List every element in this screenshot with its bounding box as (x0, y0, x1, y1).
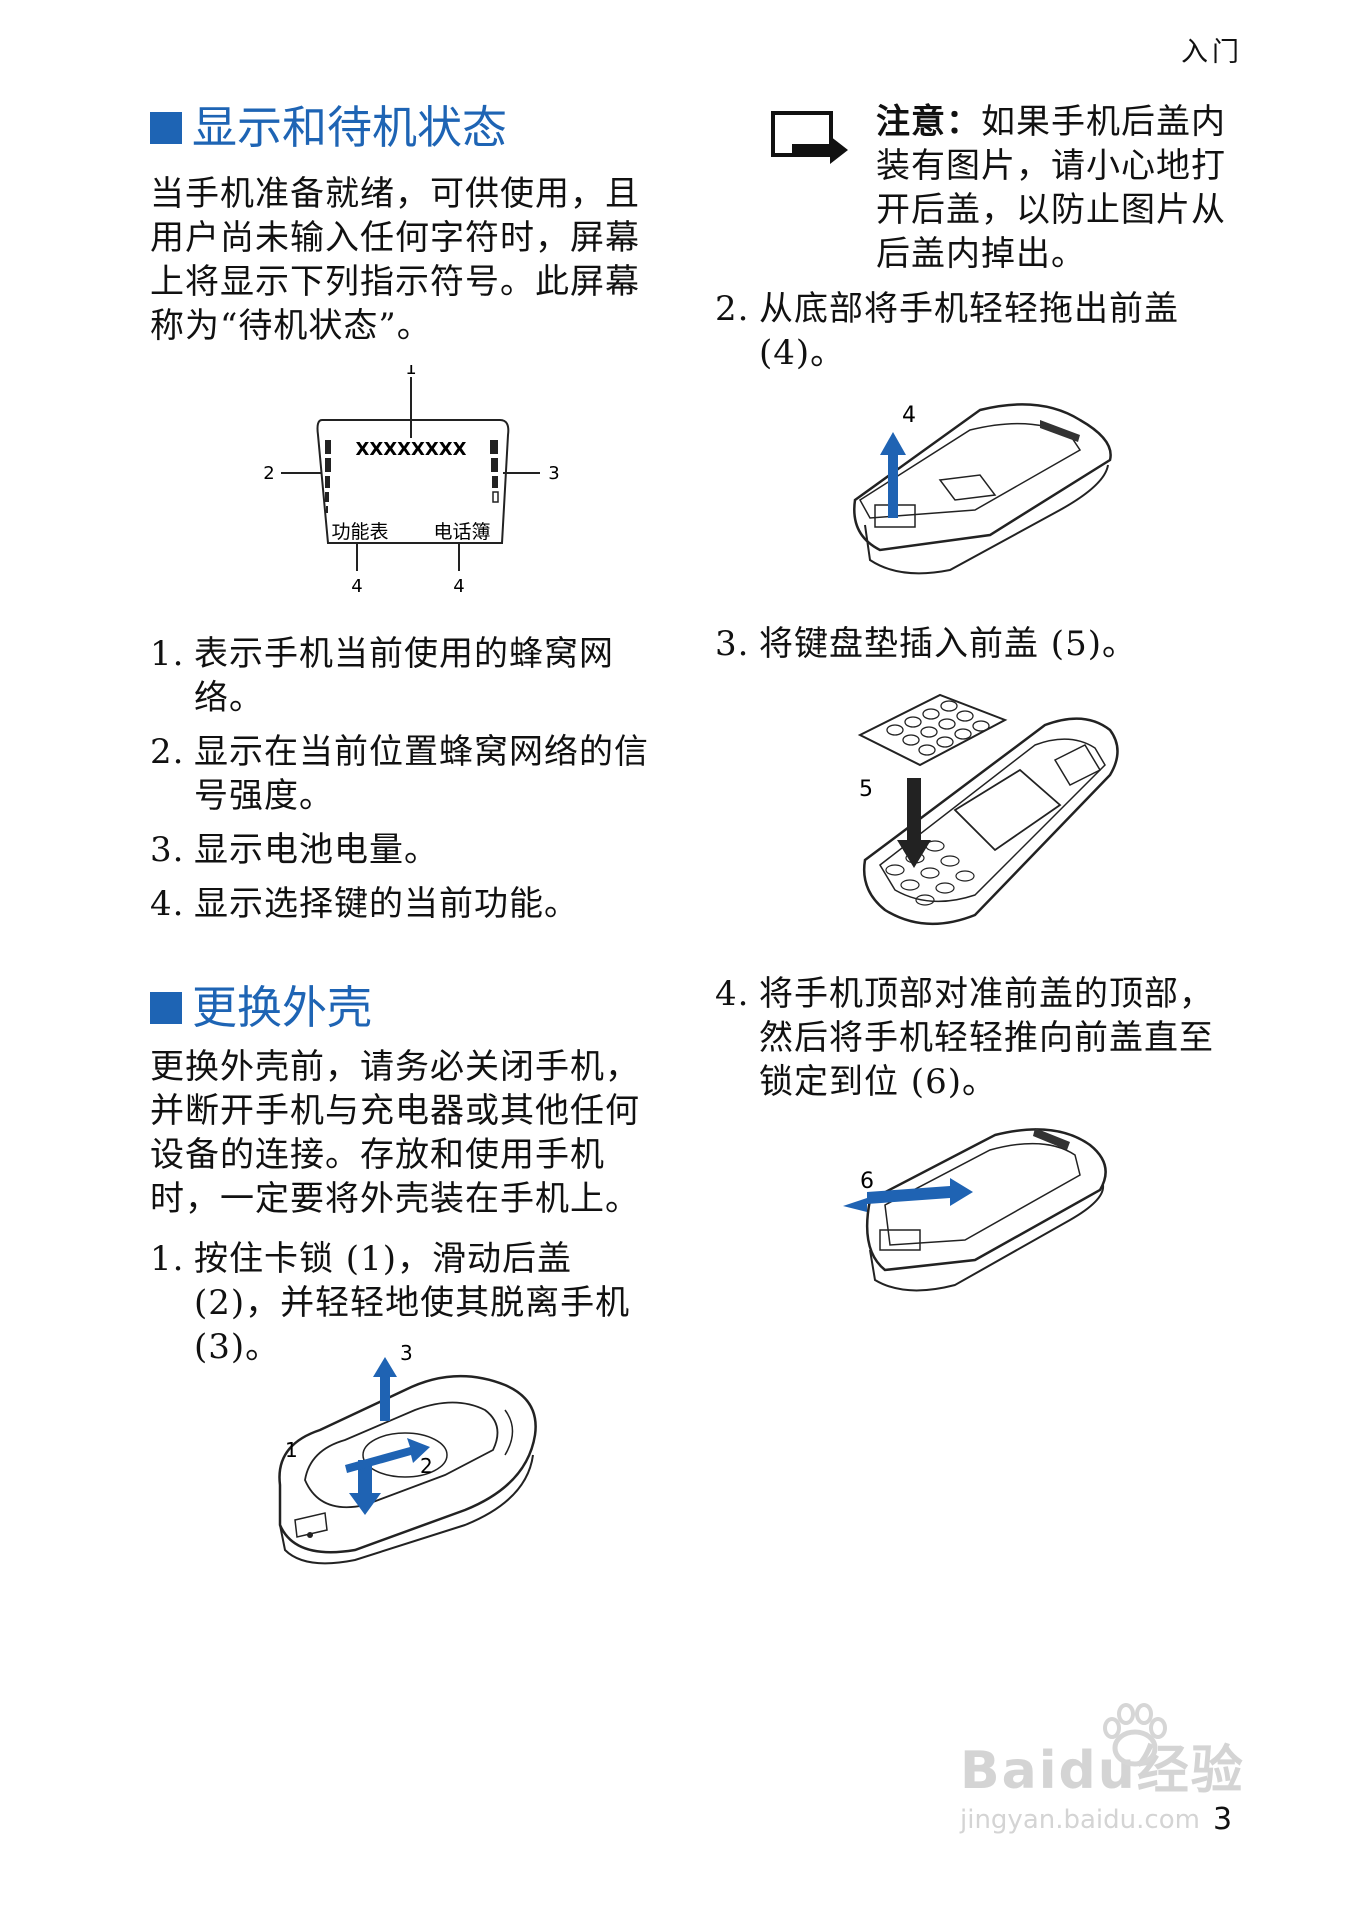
keypad-mat-figure: 5 (857, 693, 1119, 926)
list-item: 1.表示手机当前使用的蜂窝网络。 (150, 634, 614, 718)
callout-1: 1 (405, 365, 416, 379)
fig3-label-5: 5 (859, 777, 873, 802)
cover-step-4: 4.将手机顶部对准前盖的顶部，然后将手机轻轻推向前盖直至锁定到位 (6)。 (715, 972, 1235, 1114)
heading-square-icon (150, 991, 182, 1024)
heading-square-icon (150, 111, 182, 144)
step-item: 1.按住卡锁 (1)，滑动后盖 (2)，并轻轻地使其脱离手机 (3)。 (150, 1239, 631, 1367)
list-item: 3.显示电池电量。 (150, 830, 439, 870)
step-item: 4.将手机顶部对准前盖的顶部，然后将手机轻轻推向前盖直至锁定到位 (6)。 (715, 974, 1214, 1102)
screen-network-text: XXXXXXXX (355, 439, 466, 460)
list-item: 2.显示在当前位置蜂窝网络的信号强度。 (150, 732, 649, 816)
callout-4-right: 4 (453, 576, 464, 597)
list-item: 4.显示选择键的当前功能。 (150, 884, 579, 924)
remove-back-cover-figure: 1 2 3 (278, 1341, 537, 1565)
note-label: 注意： (876, 102, 981, 142)
note-icon (771, 111, 848, 164)
watermark-brand: Baidu经验 (960, 1741, 1245, 1801)
remove-front-cover-figure: 4 (853, 403, 1112, 575)
step-item: 3.将键盘垫插入前盖 (5)。 (715, 624, 1137, 664)
page-number: 3 (1213, 1802, 1233, 1837)
cover-step-3: 3.将键盘垫插入前盖 (5)。 (715, 622, 1215, 676)
indicator-list: 1.表示手机当前使用的蜂窝网络。 2.显示在当前位置蜂窝网络的信号强度。 3.显… (150, 632, 660, 936)
cover-intro-paragraph: 更换外壳前，请务必关闭手机，并断开手机与充电器或其他任何设备的连接。存放和使用手… (150, 1047, 640, 1219)
intro-paragraph: 当手机准备就绪，可供使用，且用户尚未输入任何字符时，屏幕上将显示下列指示符号。此… (150, 174, 640, 346)
cover-step-2: 2.从底部将手机轻轻拖出前盖 (4)。 (715, 287, 1195, 385)
left-softkey-label: 功能表 (331, 521, 388, 543)
paw-icon (1103, 1703, 1167, 1767)
section-title: 更换外壳 (192, 981, 373, 1034)
section-heading-display: 显示和待机状态 (150, 105, 507, 150)
right-softkey-label: 电话簿 (433, 521, 490, 543)
fig1-label-2: 2 (420, 1454, 433, 1478)
fig1-label-1: 1 (285, 1438, 298, 1462)
fig1-label-3: 3 (400, 1341, 413, 1365)
watermark-url: jingyan.baidu.com (960, 1805, 1200, 1835)
callout-2: 2 (263, 463, 274, 484)
watermark-logo: Baidu经验 jingyan.baidu.com (960, 1700, 1245, 1835)
section-title: 显示和待机状态 (192, 101, 508, 154)
step-item: 2.从底部将手机轻轻拖出前盖 (4)。 (715, 289, 1179, 373)
note-block: 注意：如果手机后盖内装有图片，请小心地打开后盖，以防止图片从后盖内掉出。 (876, 100, 1236, 276)
fig2-label-4: 4 (902, 403, 916, 428)
callout-3: 3 (548, 463, 559, 484)
callout-4-left: 4 (351, 576, 362, 597)
section-heading-cover: 更换外壳 (150, 985, 372, 1030)
fig4-label-6: 6 (860, 1169, 874, 1194)
attach-front-cover-figure: 6 (843, 1128, 1107, 1292)
note-text: 如果手机后盖内装有图片，请小心地打开后盖，以防止图片从后盖内掉出。 (876, 102, 1226, 274)
cover-steps-left: 1.按住卡锁 (1)，滑动后盖 (2)，并轻轻地使其脱离手机 (3)。 (150, 1237, 660, 1379)
standby-screen-diagram: XXXXXXXX 1 2 3 功能表 电话簿 4 4 (263, 365, 559, 597)
chapter-header: 入门 (1181, 37, 1243, 68)
